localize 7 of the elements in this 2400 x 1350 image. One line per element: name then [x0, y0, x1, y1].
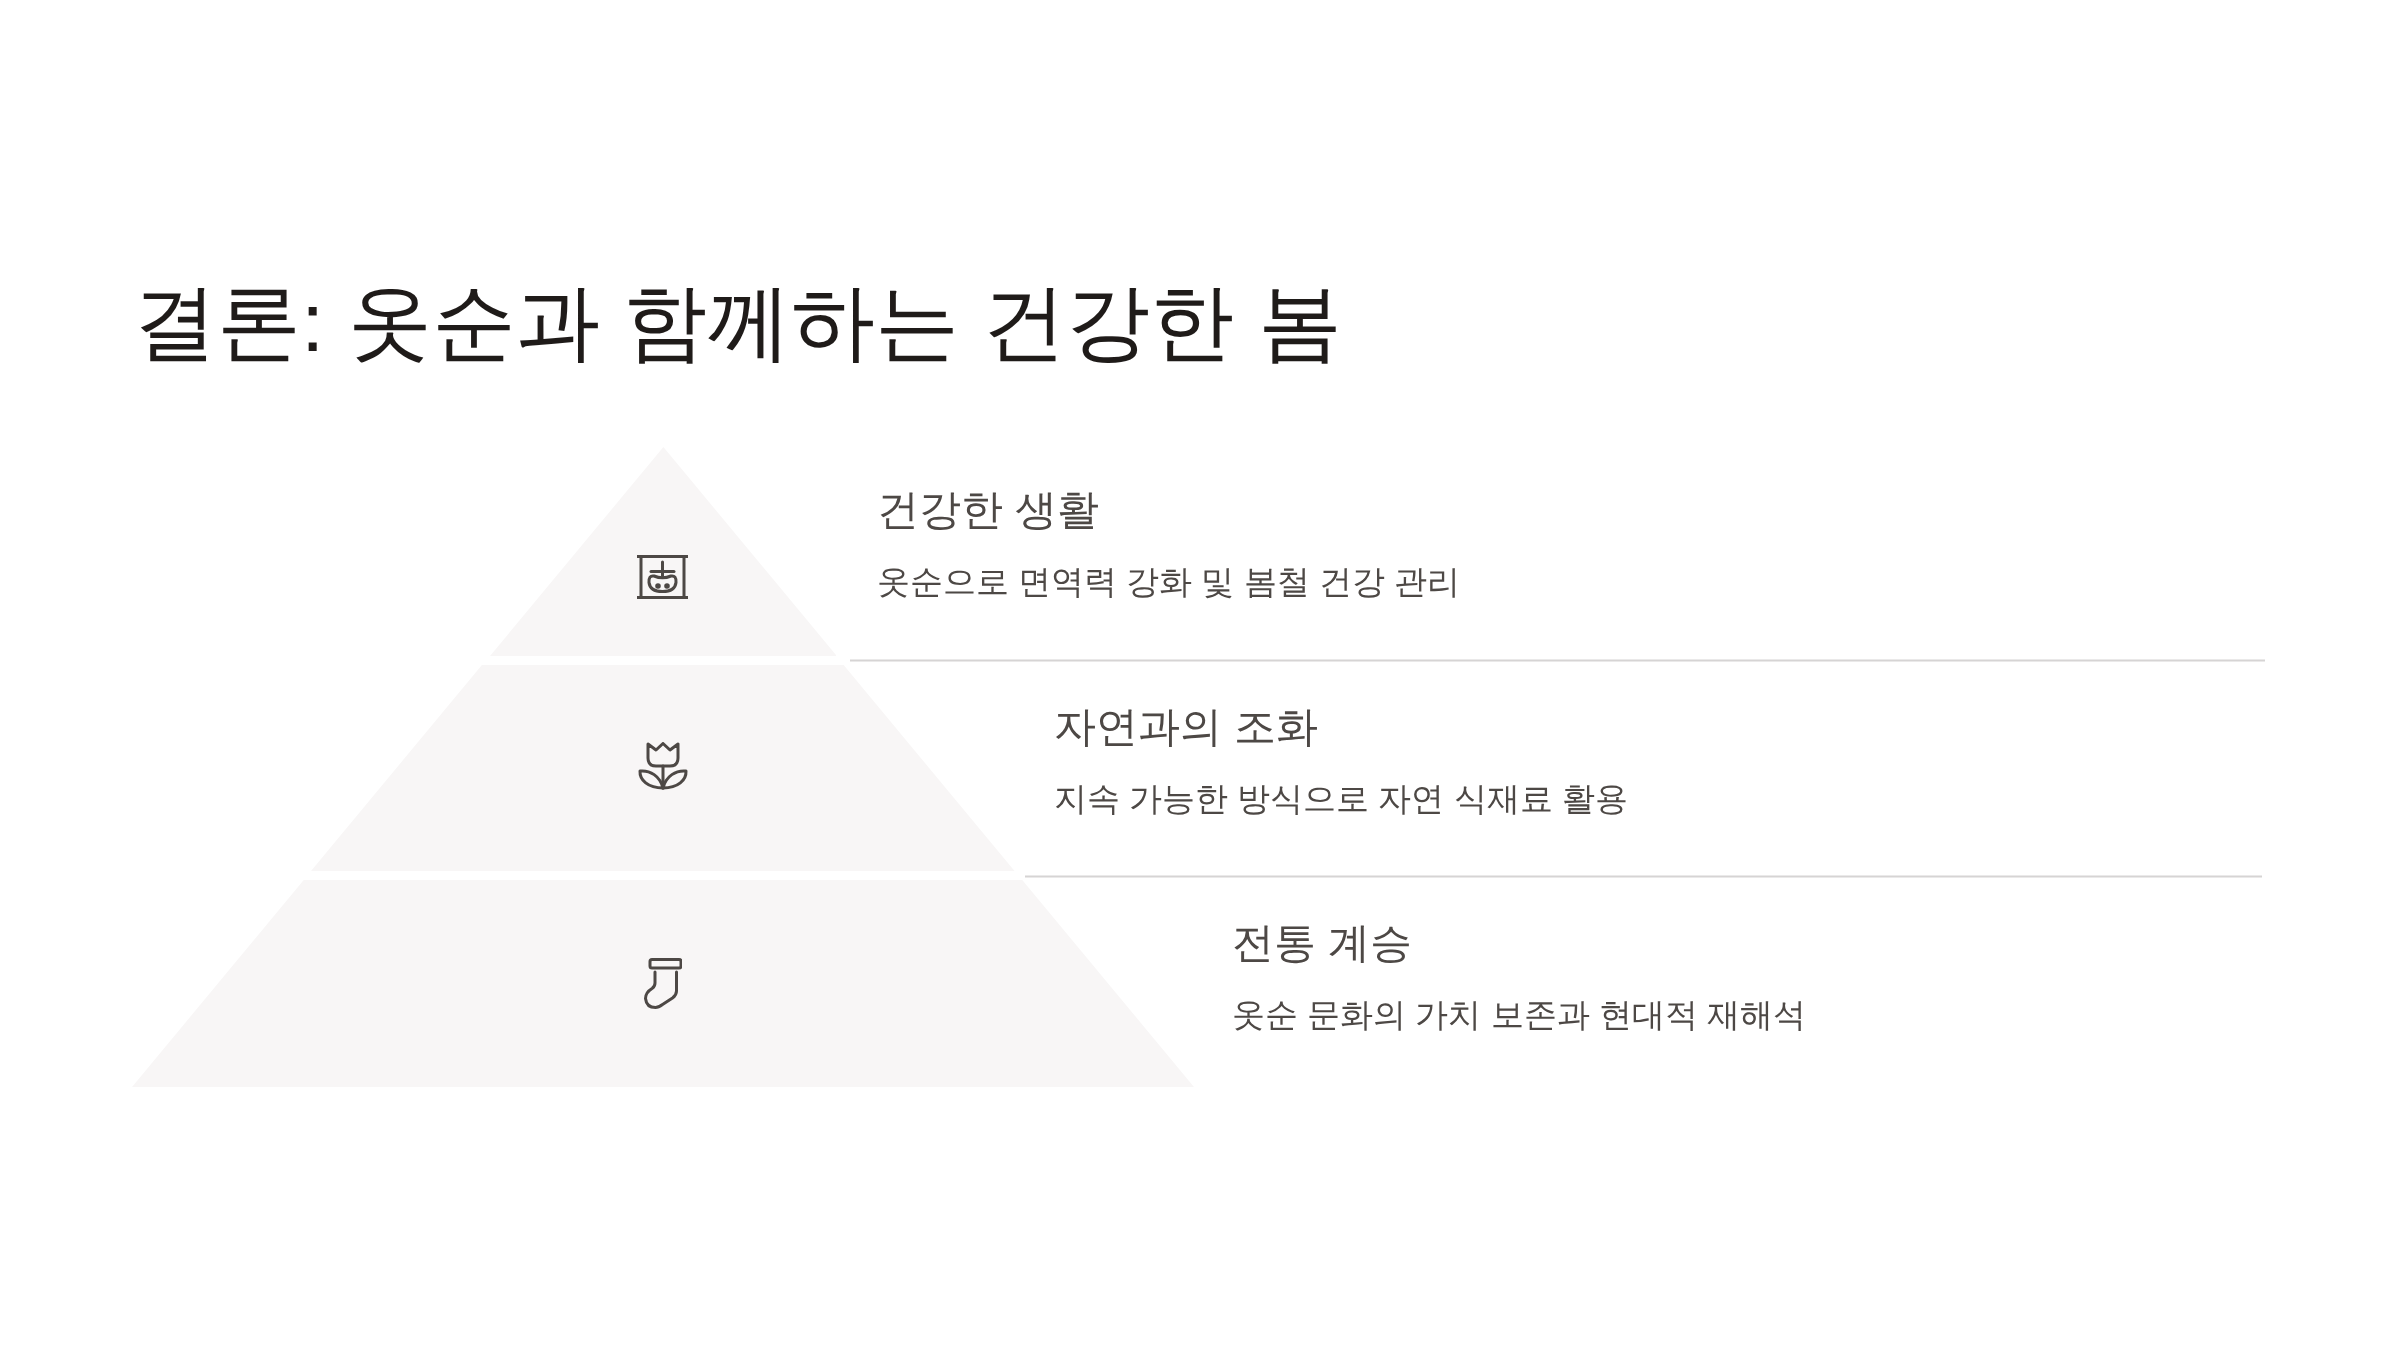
tier-heading: 자연과의 조화	[1054, 702, 1318, 752]
tier-description: 옷순 문화의 가치 보존과 현대적 재해석	[1232, 995, 1806, 1035]
tier-description: 지속 가능한 방식으로 자연 식재료 활용	[1054, 779, 1628, 819]
tier-heading: 전통 계승	[1232, 918, 1412, 968]
slide-title: 결론: 옷순과 함께하는 건강한 봄	[133, 274, 1342, 371]
tier-description: 옷순으로 면역력 강화 및 봄철 건강 관리	[877, 562, 1460, 602]
tier-heading: 건강한 생활	[877, 485, 1099, 535]
